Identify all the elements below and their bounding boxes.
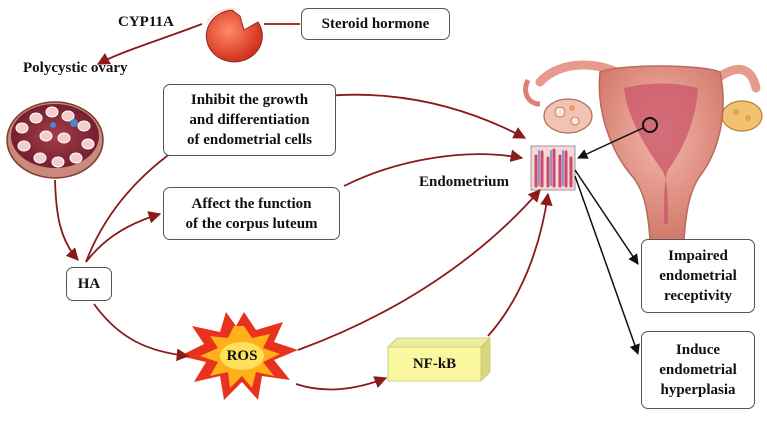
uterus-icon [523,60,763,257]
arrow-ros-to-nfkb [295,376,388,391]
arrow-uterus-to-tissue [577,127,644,159]
arrow-corpus-luteum-to-endometrium [343,149,524,187]
enzyme-icon [205,7,263,63]
arrow-nfkb-to-endometrium [487,192,553,337]
endometrium-label: Endometrium [419,174,509,190]
arrow-ha-to-corpus-luteum [85,211,162,263]
inhibit-growth-box: Inhibit the growth and differentiation o… [163,84,336,156]
arrow-ros-to-endometrium [297,189,541,351]
nfkb-cube [387,337,491,382]
induce-hyperplasia-box: Induce endometrial hyperplasia [641,331,755,409]
outcome-arrows [574,127,644,355]
impaired-receptivity-box: Impaired endometrial receptivity [641,239,755,313]
ros-burst-icon [180,312,298,400]
arrow-to-impaired-receptivity [574,169,639,265]
arrow-cyp11a-to-ovary [96,23,203,65]
nfkb-label: NF-kB [412,355,457,372]
ros-label: ROS [226,347,258,364]
polycystic-ovary-icon [6,101,104,179]
polycystic-ovary-label: Polycystic ovary [23,60,128,76]
endometrium-tissue-icon [530,145,576,191]
corpus-luteum-box: Affect the function of the corpus luteum [163,187,340,240]
arrow-to-hyperplasia [574,175,640,355]
cyp11a-label: CYP11A [118,14,174,30]
arrow-ovary-to-ha [54,179,79,261]
pathway-arrows [54,23,553,391]
steroid-hormone-box: Steroid hormone [301,8,450,40]
ha-box: HA [66,267,112,301]
arrow-ha-to-ros [93,303,190,362]
